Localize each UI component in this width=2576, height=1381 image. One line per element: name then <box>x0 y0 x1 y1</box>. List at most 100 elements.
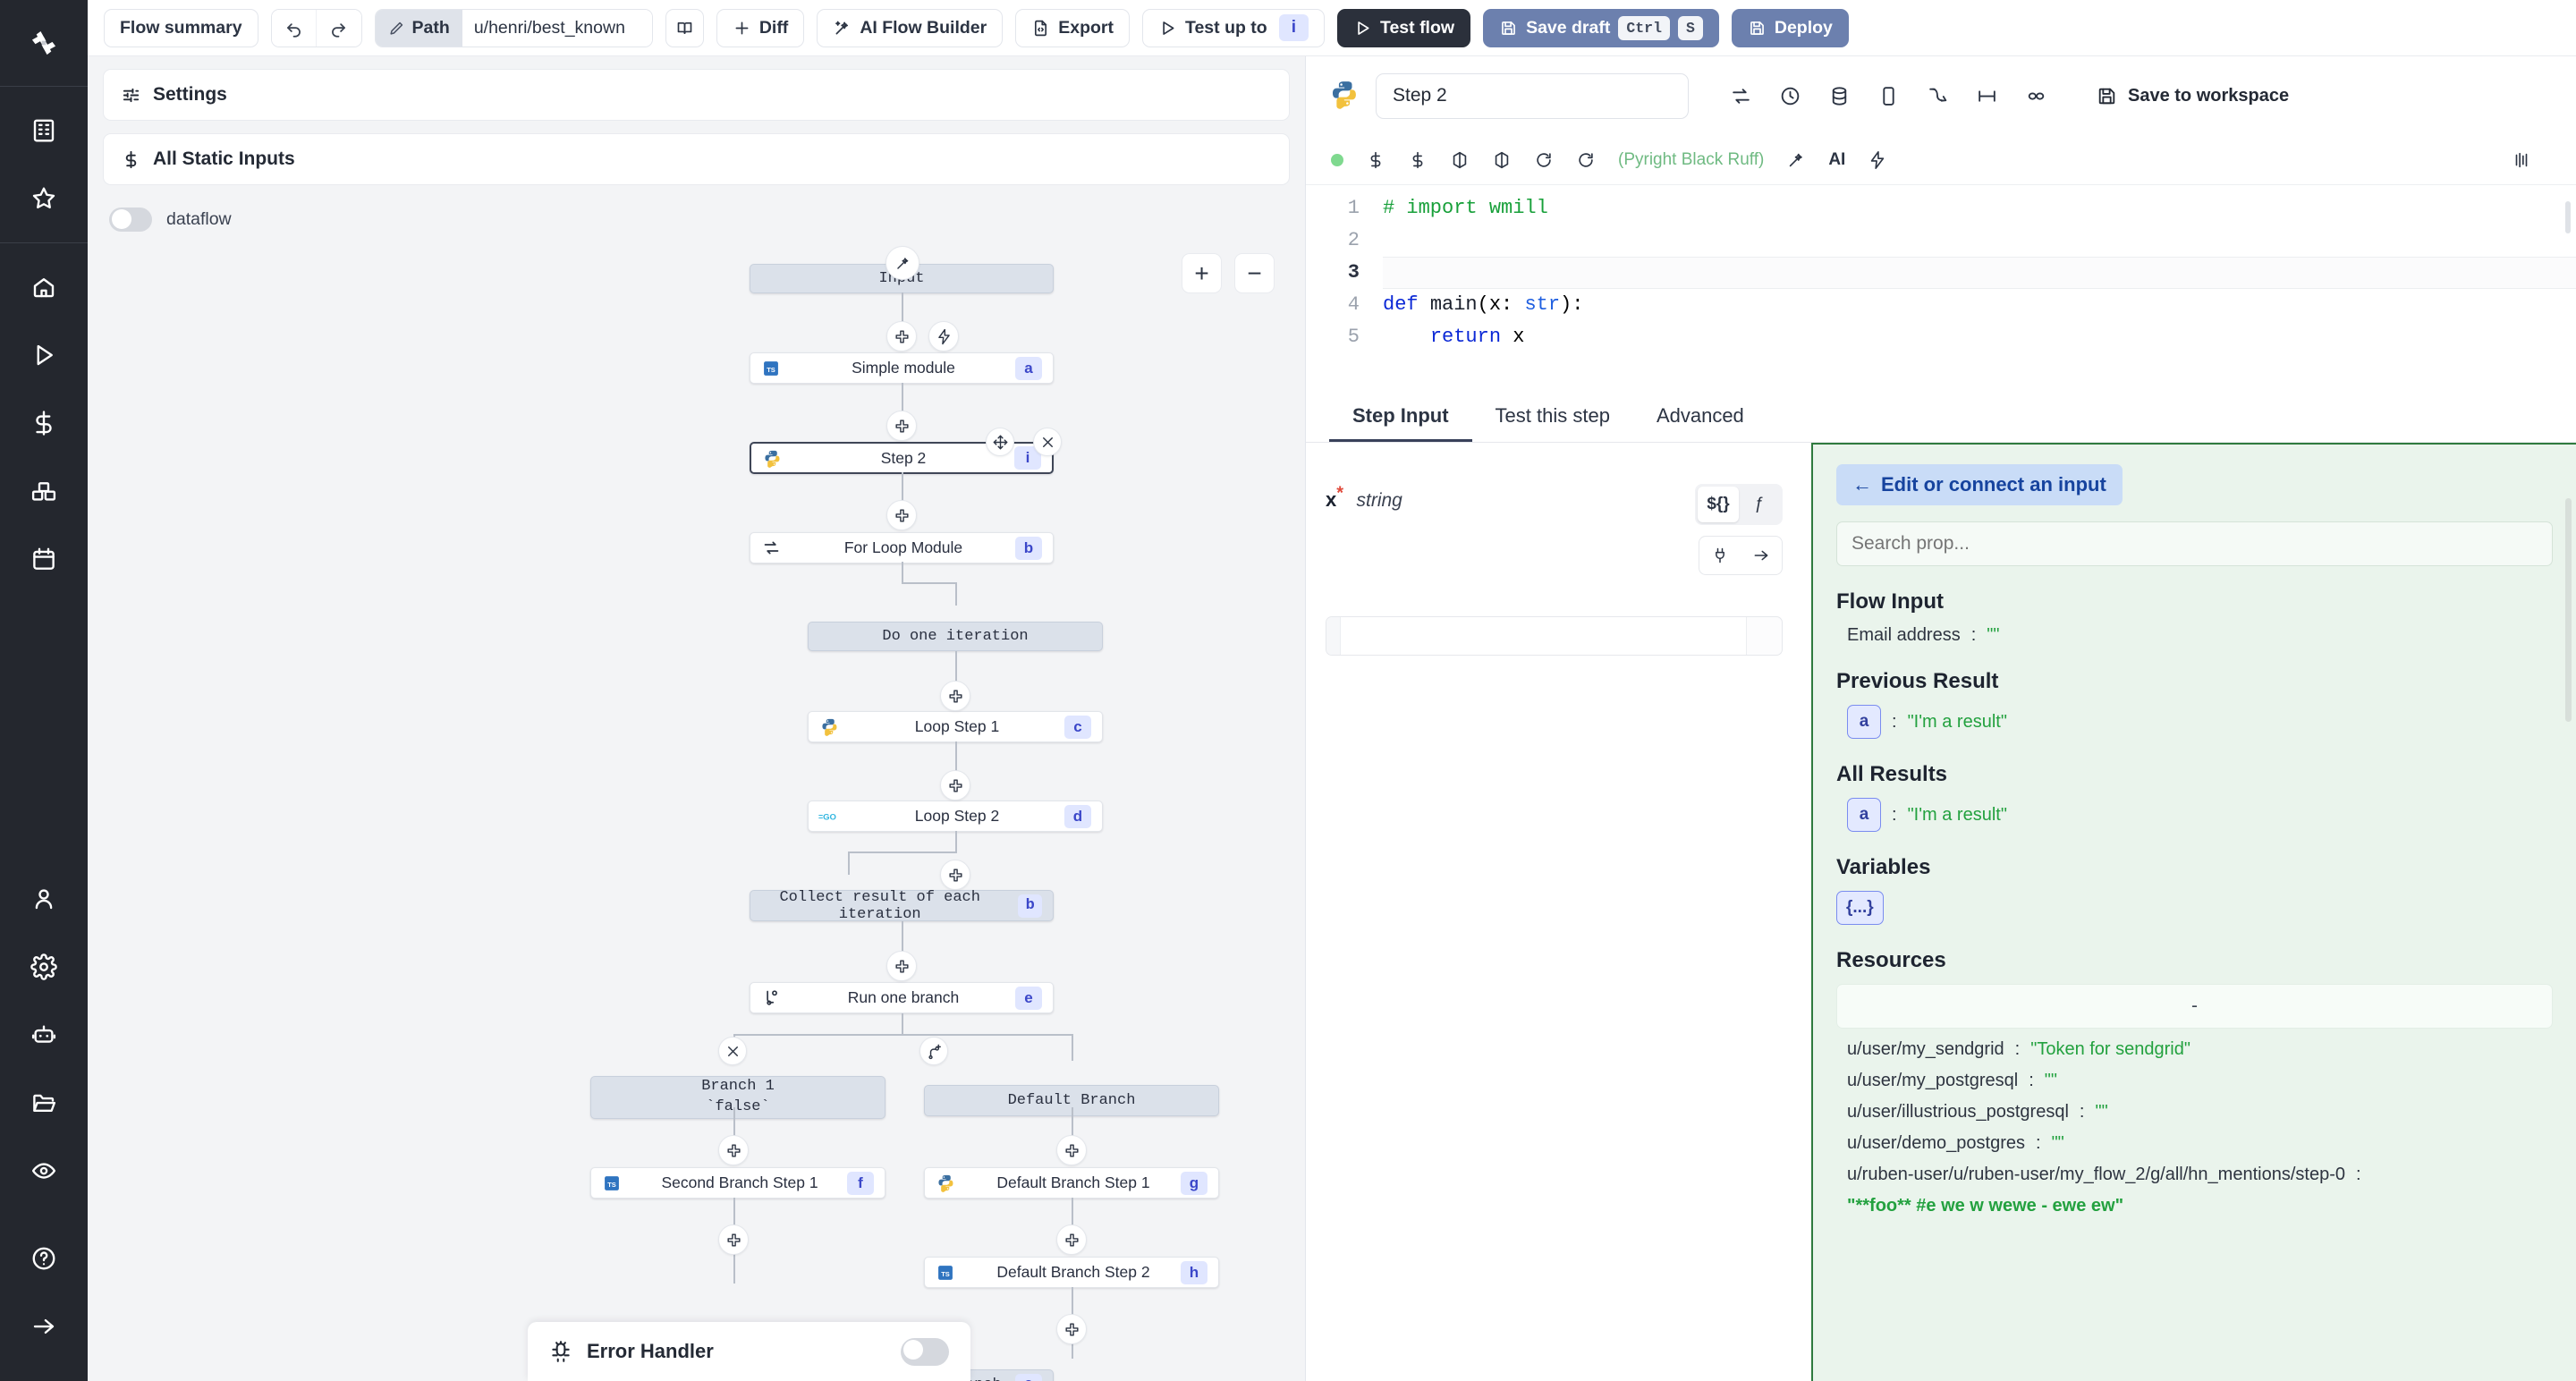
zoom-in-button[interactable]: + <box>1182 253 1222 293</box>
resources-boxes-icon[interactable] <box>20 467 68 515</box>
runs-play-icon[interactable] <box>20 331 68 379</box>
flow-node-for-loop[interactable]: For Loop Module b <box>750 532 1054 563</box>
flow-node-simple-module[interactable]: TS Simple module a <box>750 352 1054 384</box>
insert-step-button-4[interactable] <box>940 681 970 711</box>
workspace-icon[interactable] <box>20 106 68 155</box>
insert-step-button-7[interactable] <box>886 951 917 981</box>
connector-scrollbar[interactable] <box>2565 498 2572 722</box>
search-prop-input[interactable] <box>1836 521 2553 566</box>
insert-step-button-9[interactable] <box>1056 1135 1087 1165</box>
export-button[interactable]: Export <box>1015 8 1130 47</box>
plug-button[interactable] <box>1699 537 1741 574</box>
error-handler-bar[interactable]: Error Handler <box>528 1322 970 1381</box>
kv-row[interactable]: u/user/demo_postgres : "" <box>1836 1133 2553 1154</box>
help-question-icon[interactable] <box>20 1234 68 1283</box>
node-move-handle[interactable] <box>986 428 1014 456</box>
tab-test-this-step[interactable]: Test this step <box>1495 404 1610 427</box>
insert-step-button-1[interactable] <box>886 321 917 352</box>
star-icon[interactable] <box>20 174 68 223</box>
kv-row[interactable]: {...} <box>1836 891 2553 925</box>
redo-button[interactable] <box>316 9 361 47</box>
flow-node-run-one-branch[interactable]: Run one branch e <box>750 982 1054 1013</box>
deploy-button[interactable]: Deploy <box>1731 8 1849 47</box>
insert-step-button-10[interactable] <box>718 1224 749 1255</box>
insert-step-button-5[interactable] <box>940 770 970 801</box>
kv-row[interactable]: "**foo** #e we w wewe - ewe ew" <box>1836 1196 2553 1216</box>
editor-scrollbar[interactable] <box>2565 201 2571 233</box>
app-logo[interactable] <box>0 0 88 86</box>
flow-summary-button[interactable]: Flow summary <box>104 8 258 47</box>
preview-window-icon[interactable] <box>1877 85 1900 107</box>
insert-step-button-2[interactable] <box>886 411 917 441</box>
ai-suggest-node-button[interactable] <box>886 246 919 280</box>
dollar-icon[interactable] <box>1366 150 1385 170</box>
package-icon[interactable] <box>1492 150 1512 170</box>
link-chain-icon[interactable] <box>2025 85 2047 107</box>
resources-empty-box[interactable]: - <box>1836 984 2553 1029</box>
variables-dollar-icon[interactable] <box>20 399 68 447</box>
kv-row[interactable]: Email address : "" <box>1836 625 2553 646</box>
kv-row[interactable]: u/ruben-user/u/ruben-user/my_flow_2/g/al… <box>1836 1165 2553 1185</box>
path-label-chip[interactable]: Path <box>375 9 462 47</box>
hook-icon[interactable] <box>1927 85 1949 107</box>
flow-node-collect-result[interactable]: Collect result of each iteration b <box>750 889 1054 923</box>
audit-eye-icon[interactable] <box>20 1147 68 1195</box>
error-handler-toggle[interactable] <box>901 1337 949 1366</box>
save-to-workspace-button[interactable]: Save to workspace <box>2096 85 2289 107</box>
test-up-to-button[interactable]: Test up to i <box>1142 8 1325 47</box>
kv-row[interactable]: u/user/illustrious_postgresql : "" <box>1836 1102 2553 1123</box>
flow-node-default-branch-step-1[interactable]: Default Branch Step 1 g <box>924 1167 1219 1199</box>
tab-advanced[interactable]: Advanced <box>1656 404 1744 427</box>
edit-or-connect-button[interactable]: ← Edit or connect an input <box>1836 464 2123 505</box>
flow-canvas[interactable]: + − <box>88 244 1305 1381</box>
insert-step-button-8[interactable] <box>718 1135 749 1165</box>
reload-script-icon[interactable] <box>1730 85 1752 107</box>
database-icon[interactable] <box>1828 85 1851 107</box>
insert-step-button-12[interactable] <box>1056 1314 1087 1344</box>
flow-node-loop-step-1[interactable]: Loop Step 1 c <box>808 711 1103 742</box>
docs-book-button[interactable] <box>665 8 704 47</box>
function-mode-button[interactable]: ƒ <box>1754 495 1765 513</box>
branch-add-button[interactable] <box>919 1037 948 1065</box>
folders-icon[interactable] <box>20 1079 68 1127</box>
ruler-icon[interactable] <box>1976 85 1998 107</box>
trigger-button[interactable] <box>928 321 959 352</box>
format-lines-icon[interactable] <box>2512 150 2531 170</box>
path-field-group[interactable]: Path <box>374 8 653 47</box>
ai-label[interactable]: AI <box>1828 149 1846 169</box>
flow-node-do-one-iteration[interactable]: Do one iteration <box>808 622 1103 651</box>
dataflow-toggle[interactable] <box>109 207 152 232</box>
kv-row[interactable]: u/user/my_sendgrid : "Token for sendgrid… <box>1836 1039 2553 1060</box>
dollar-icon[interactable] <box>1408 150 1428 170</box>
static-inputs-accordion[interactable]: All Static Inputs <box>103 133 1290 185</box>
expression-mode-button[interactable]: ${} <box>1698 487 1739 522</box>
tab-step-input[interactable]: Step Input <box>1329 404 1472 442</box>
diff-button[interactable]: Diff <box>716 8 805 47</box>
step-name-input[interactable] <box>1376 72 1689 119</box>
path-input[interactable] <box>462 9 652 47</box>
flow-node-second-branch-step-1[interactable]: TS Second Branch Step 1 f <box>590 1167 886 1199</box>
save-draft-button[interactable]: Save draft Ctrl S <box>1483 8 1719 47</box>
settings-gear-icon[interactable] <box>20 943 68 991</box>
user-icon[interactable] <box>20 875 68 923</box>
flow-node-default-branch-step-2[interactable]: TS Default Branch Step 2 h <box>924 1257 1219 1288</box>
sparkles-wand-icon[interactable] <box>1786 150 1806 170</box>
lightning-icon[interactable] <box>1868 150 1887 170</box>
insert-step-button-3[interactable] <box>886 500 917 530</box>
node-close-button[interactable] <box>1033 428 1062 456</box>
code-text[interactable]: # import wmill def main(x: str): return … <box>1383 192 2576 384</box>
kv-row[interactable]: a : "I'm a result" <box>1836 798 2553 832</box>
history-clock-icon[interactable] <box>1779 85 1801 107</box>
branch-delete-button[interactable] <box>718 1037 747 1065</box>
workers-robot-icon[interactable] <box>20 1011 68 1059</box>
insert-step-button-6[interactable] <box>940 860 970 890</box>
schedules-calendar-icon[interactable] <box>20 535 68 583</box>
flow-node-loop-step-2[interactable]: GO Loop Step 2 d <box>808 801 1103 832</box>
expand-arrow-right-icon[interactable] <box>20 1302 68 1351</box>
test-flow-button[interactable]: Test flow <box>1337 8 1471 47</box>
home-icon[interactable] <box>20 263 68 311</box>
kv-row[interactable]: u/user/my_postgresql : "" <box>1836 1071 2553 1091</box>
ai-flow-builder-button[interactable]: AI Flow Builder <box>817 8 1004 47</box>
undo-button[interactable] <box>271 9 317 47</box>
variables-tag[interactable]: {...} <box>1836 891 1884 925</box>
